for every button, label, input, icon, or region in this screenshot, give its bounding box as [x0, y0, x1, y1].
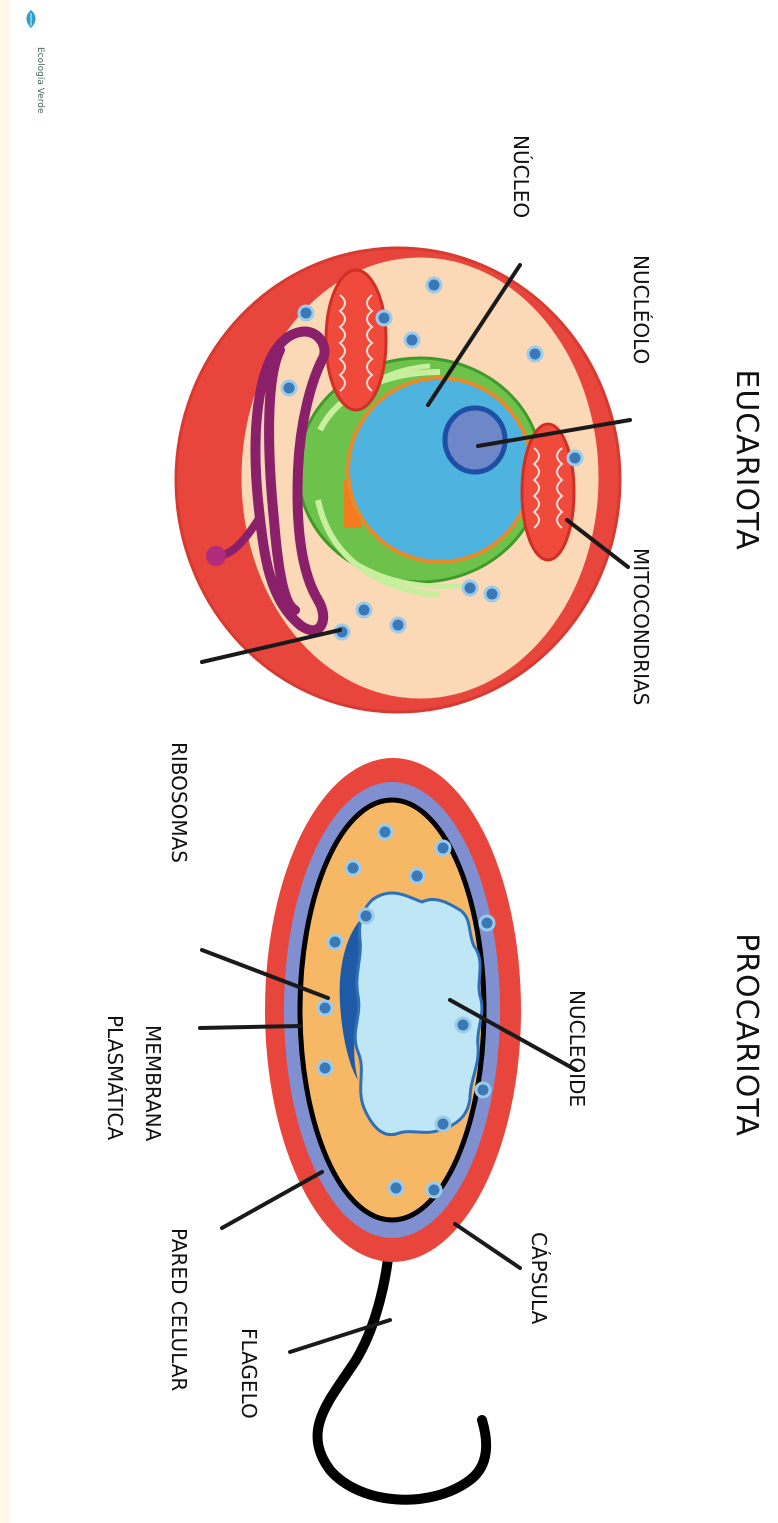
- ribosome: [456, 1018, 470, 1032]
- mitochondrion-top: [326, 270, 386, 410]
- ribosome: [528, 347, 542, 361]
- ribosome: [405, 333, 419, 347]
- ribosome: [282, 381, 296, 395]
- ribosome: [427, 278, 441, 292]
- label-flagellum: FLAGELO: [237, 1328, 261, 1419]
- ribosome: [391, 618, 405, 632]
- ribosome: [463, 581, 477, 595]
- ribosome: [436, 841, 450, 855]
- ribosome: [427, 1183, 441, 1197]
- label-capsule: CÁPSULA: [527, 1232, 551, 1325]
- ribosome: [378, 825, 392, 839]
- label-nucleoid: NUCLEOIDE: [565, 990, 589, 1107]
- label-membrane-line2: PLASMÁTICA: [103, 1015, 127, 1141]
- ribosome: [377, 311, 391, 325]
- nucleus: [348, 378, 532, 562]
- ribosome: [480, 916, 494, 930]
- mitochondrion-right: [522, 424, 574, 560]
- nucleolus: [445, 408, 505, 472]
- label-membrane-line1: MEMBRANA: [141, 1025, 165, 1142]
- golgi-vesicle: [206, 546, 226, 566]
- label-ribosomes: RIBOSOMAS: [167, 742, 191, 863]
- nucleoid: [355, 893, 482, 1135]
- eukaryotic-cell: [176, 248, 630, 712]
- label-mitochondria: MITOCONDRIAS: [629, 548, 653, 705]
- ribosome: [299, 306, 313, 320]
- ribosome: [436, 1117, 450, 1131]
- title-prokaryote: PROCARIOTA: [729, 933, 764, 1137]
- leader-line-cell-wall: [222, 1172, 322, 1228]
- ribosome: [568, 451, 582, 465]
- ribosome: [389, 1181, 403, 1195]
- ribosome: [318, 1061, 332, 1075]
- ribosome: [318, 1001, 332, 1015]
- ribosome: [357, 603, 371, 617]
- leader-line-capsule: [455, 1224, 520, 1268]
- ribosome: [410, 869, 424, 883]
- title-eukaryote: EUCARIOTA: [729, 369, 764, 550]
- leader-line-membrane: [200, 1026, 300, 1028]
- label-cell-wall: PARED CELULAR: [167, 1228, 191, 1391]
- ribosome: [485, 587, 499, 601]
- ribosome: [346, 861, 360, 875]
- leader-line-flagellum: [290, 1320, 390, 1352]
- ribosome: [476, 1083, 490, 1097]
- ribosome: [359, 909, 373, 923]
- label-nucleus: NÚCLEO: [509, 135, 533, 218]
- ribosome: [328, 935, 342, 949]
- label-nucleolus: NUCLÉOLO: [629, 255, 653, 364]
